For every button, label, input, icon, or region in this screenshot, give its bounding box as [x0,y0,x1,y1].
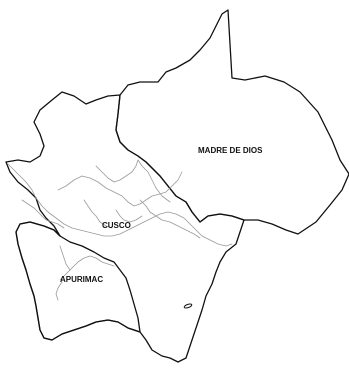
lake [183,303,193,309]
river-urubamba-upper [57,171,183,207]
river-vilcanota [7,163,233,247]
region-label-apurimac: APURIMAC [60,275,103,284]
river-tributary-east [139,199,201,239]
region-label-cusco: CUSCO [102,221,131,230]
river-apurimac-branch [59,245,71,271]
river-tributary-mid [115,209,143,223]
river-tributary-west [21,199,65,229]
river-apurimac [59,255,115,281]
region-outline-madre-de-dios [115,9,349,235]
river-tributary-central [83,199,113,229]
region-outline-apurimac [15,221,141,341]
region-label-madre-de-dios: MADRE DE DIOS [198,146,263,155]
river-tributary-north [95,159,171,203]
river-apurimac-south [55,281,63,301]
